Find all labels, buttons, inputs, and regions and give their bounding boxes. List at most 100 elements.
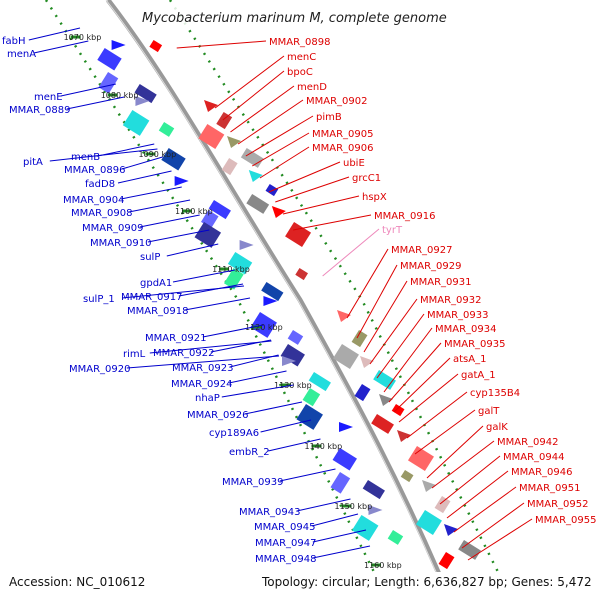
gene-label-left: MMAR_0910 [90,238,152,249]
connector-line [279,468,336,482]
gene-label-left: embR_2 [229,447,270,458]
gene-arrow [239,240,254,250]
connector-line [467,518,533,561]
gene-arrow [379,394,393,406]
connector-line [260,419,312,433]
connector-line [369,298,418,365]
connector-line [259,146,310,179]
kbp-tick-label: 1090 kbp [138,150,176,159]
connector-line [356,264,398,339]
gene-label-right: MMAR_0916 [374,211,436,222]
connector-line [128,199,191,213]
gene-label-right: MMAR_0902 [306,96,368,107]
gene-arrow [204,100,218,112]
gene-label-right: MMAR_0952 [527,499,589,510]
connector-line [439,455,501,505]
connector-line [172,269,235,283]
gene-label-right: MMAR_0929 [400,261,462,272]
gene-label-right: MMAR_0927 [391,245,453,256]
connector-line [268,161,341,193]
gene-arrow [227,136,242,148]
connector-line [268,438,321,452]
gene-block [198,123,225,150]
gene-label-right: MMAR_0933 [427,310,489,321]
gene-block [330,471,351,494]
label-connectors [28,27,533,561]
connector-line [376,313,425,379]
kbp-tick-label: 1100 kbp [175,207,213,216]
connector-line [383,327,433,393]
gene-label-left: MMAR_0889 [9,105,71,116]
gene-arrow [360,356,374,368]
connector-line [311,513,359,527]
gene-arrow [111,40,126,50]
gene-label-left: menE [34,92,63,103]
gene-block [122,110,150,136]
kbp-tick-label: 1120 kbp [245,323,283,332]
connector-line [60,83,116,97]
connector-line [121,156,163,170]
gene-block [158,121,175,137]
connector-line [393,357,451,413]
gene-block [296,404,323,430]
gene-label-left: nhaP [195,393,220,404]
map-title: Mycobacterium marinum M, complete genome [142,11,447,26]
gene-block [246,194,270,214]
gene-block [261,282,284,302]
gene-label-right: grcC1 [352,173,381,184]
connector-line [431,440,495,489]
connector-line [126,355,280,369]
gene-label-left: rimL [123,349,146,360]
gene-block [265,184,279,197]
connector-line [296,498,351,512]
connector-line [222,70,285,121]
gene-block [285,222,312,248]
gene-label-left: MMAR_0923 [172,363,234,374]
gene-label-left: MMAR_0904 [63,195,125,206]
connector-line [166,243,219,257]
gene-arrow [248,170,263,182]
gene-label-right: ubiE [343,158,365,169]
gene-block [227,252,253,275]
gene-arrow [263,296,278,306]
gene-block [97,48,122,71]
right-gene-labels: MMAR_0898menCbpoCmenDMMAR_0902pimBMMAR_0… [269,37,597,526]
gene-block [149,40,163,53]
gene-arrow [282,356,296,366]
gene-label-left: pitA [23,157,43,168]
kbp-tick-label: 1110 kbp [212,265,250,274]
kbp-tick-label: 1140 kbp [305,442,343,451]
connector-line [446,470,509,519]
connector-line [120,186,182,200]
gene-block [287,330,304,345]
connector-line [184,297,251,311]
gene-label-right: cyp135B4 [470,388,520,399]
connector-line [237,99,304,145]
connector-line [139,214,200,228]
gene-label-right: galK [486,422,508,433]
kbp-tick-label: 1080 kbp [101,91,139,100]
connector-line [28,27,81,41]
connector-line [230,85,295,133]
connector-line [251,132,310,167]
gene-arrow [135,96,150,106]
gene-block [295,268,309,281]
kbp-tick-label: 1070 kbp [64,33,102,42]
gene-label-right: MMAR_0932 [420,295,482,306]
gene-block [351,330,368,348]
connector-line [363,280,408,353]
gene-arrow [339,422,353,432]
gene-label-left: MMAR_0947 [255,538,317,549]
gene-label-right: MMAR_0935 [444,339,506,350]
genome-backbone [106,0,441,572]
gene-label-right: atsA_1 [453,354,486,365]
gene-block [221,157,238,176]
gene-label-left: MMAR_0896 [64,165,126,176]
connector-line [147,229,210,243]
gene-label-left: MMAR_0948 [255,554,317,565]
connector-line [275,176,350,203]
accession-label: Accession: NC_010612 [9,575,145,589]
gene-label-right: MMAR_0955 [535,515,597,526]
gene-block [434,495,451,514]
gene-label-left: fabH [2,36,26,47]
